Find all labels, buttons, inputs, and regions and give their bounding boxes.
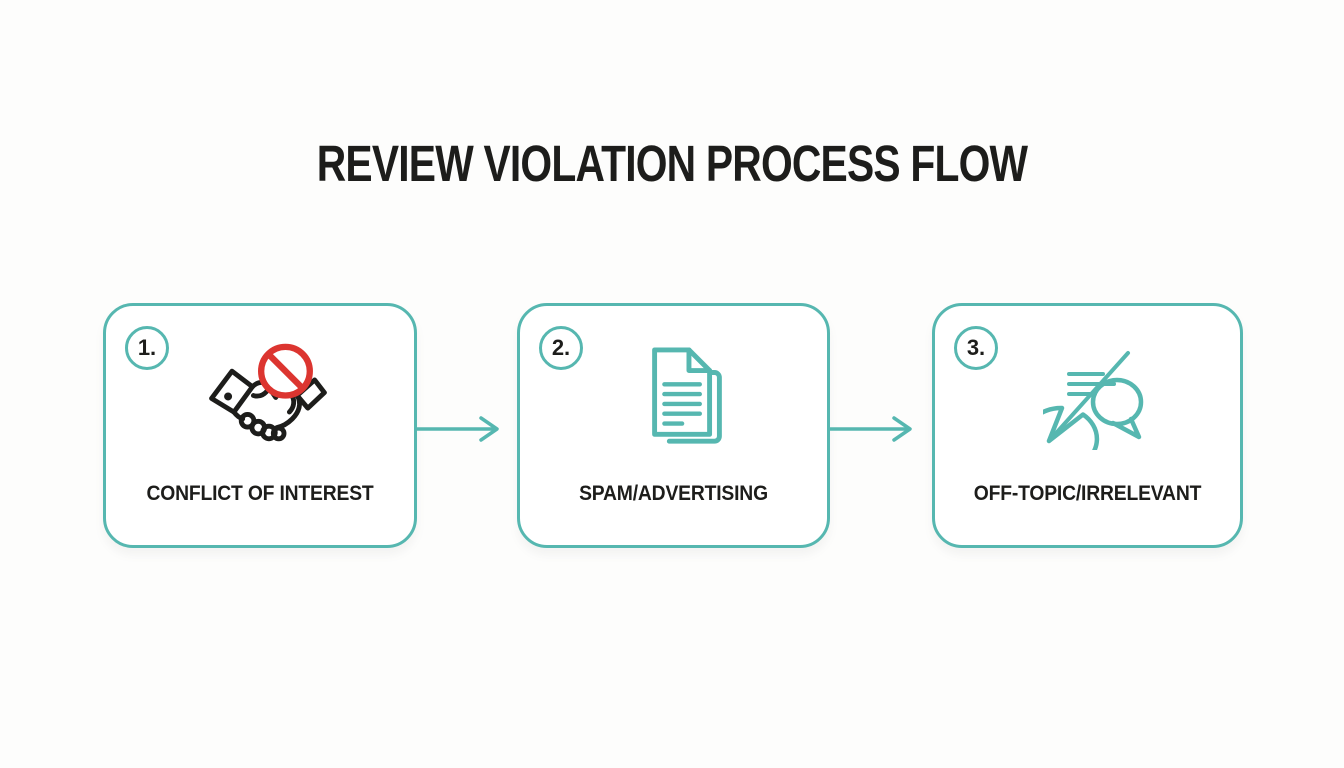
blocked-chat-icon: [1022, 346, 1147, 473]
step-label: CONFLICT OF INTEREST: [146, 482, 374, 505]
arrow-right-icon: [830, 416, 912, 442]
step-card-conflict-of-interest: 1.: [103, 303, 417, 548]
step-label: OFF-TOPIC/IRRELEVANT: [973, 482, 1202, 505]
step-number: 1.: [137, 335, 157, 360]
step-number-badge: 2.: [539, 326, 583, 370]
step-number-badge: 3.: [954, 326, 998, 370]
step-number: 3.: [966, 335, 986, 360]
step-number: 2.: [551, 335, 571, 360]
step-number-badge: 1.: [125, 326, 169, 370]
step-card-off-topic-irrelevant: 3. OFF-TOPIC/IRRELEVANT: [932, 303, 1243, 548]
step-card-spam-advertising: 2. SPAM/ADVERTISING: [517, 303, 830, 548]
spam-documents-icon: [648, 345, 726, 453]
arrow-right-icon: [417, 416, 499, 442]
step-label: SPAM/ADVERTISING: [579, 482, 768, 505]
page-title: REVIEW VIOLATION PROCESS FLOW: [316, 135, 1028, 192]
prohibition-sign-icon: [258, 343, 313, 399]
no-handshake-icon: [206, 342, 328, 449]
